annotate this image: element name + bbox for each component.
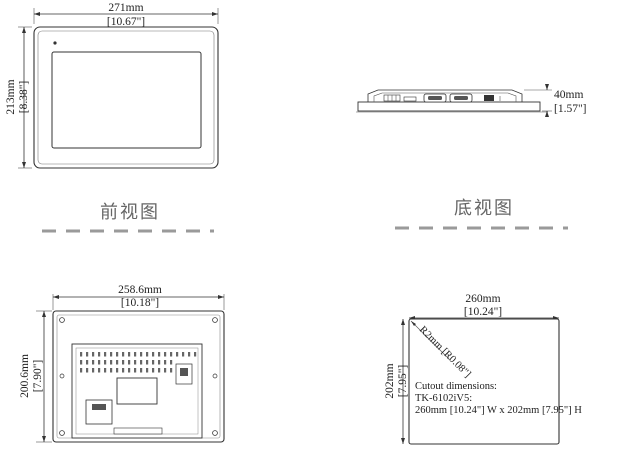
vent-slot: [92, 360, 95, 365]
vent-slot: [164, 368, 167, 373]
vent-slot: [122, 360, 125, 365]
cutout-view: 260mm [10.24"] 202mm [7.95"] R2mm [R0.08…: [384, 293, 582, 445]
cutout-width-mm: 260mm: [465, 293, 500, 305]
cutout-width-in: [10.24"]: [464, 306, 502, 318]
vent-slot: [98, 368, 101, 373]
product-label: [116, 377, 158, 405]
rear-width-in: [10.18"]: [121, 297, 159, 309]
vent-slot: [188, 352, 191, 357]
vent-slot: [80, 352, 83, 357]
vent-slot: [86, 360, 89, 365]
vent-slot: [146, 368, 149, 373]
front-view: 271mm [10.67"] 213mm [8.38"]: [5, 2, 219, 169]
front-height-in: [8.38"]: [18, 81, 30, 113]
vent-slot: [92, 352, 95, 357]
cutout-height-mm: 202mm: [384, 363, 396, 398]
vent-slot: [116, 352, 119, 357]
vent-slot: [176, 352, 179, 357]
usb-port: [403, 96, 417, 102]
led-indicator: [53, 41, 57, 45]
vent-slot: [116, 360, 119, 365]
vent-slot: [140, 360, 143, 365]
front-height-mm: 213mm: [5, 79, 17, 114]
vent-slot: [146, 360, 149, 365]
vent-slot: [152, 360, 155, 365]
front-width-in: [10.67"]: [107, 16, 145, 28]
vent-slot: [98, 360, 101, 365]
mount-hole-tl: [59, 317, 65, 323]
vent-slot: [194, 352, 197, 357]
bottom-view: 40mm [1.57"]: [356, 84, 586, 117]
front-screen: [51, 51, 202, 149]
vent-slot: [86, 368, 89, 373]
rear-height-mm: 200.6mm: [19, 354, 31, 398]
bottom-depth-mm: 40mm: [554, 89, 583, 101]
vent-slot: [158, 360, 161, 365]
vent-slot: [158, 352, 161, 357]
vent-slot: [182, 352, 185, 357]
vent-slot: [152, 352, 155, 357]
vent-slot: [86, 352, 89, 357]
vent-slot: [152, 368, 155, 373]
rear-height-in: [7.90"]: [32, 360, 44, 392]
vent-slot: [104, 352, 107, 357]
vent-slot: [140, 352, 143, 357]
vent-slot: [146, 352, 149, 357]
vent-slot: [170, 352, 173, 357]
rear-view: 258.6mm [10.18"] 200.6mm [7.90"]: [19, 284, 225, 443]
cutout-outline: [408, 318, 560, 445]
cutout-height-in: [7.95"]: [397, 365, 409, 397]
vent-slot: [80, 360, 83, 365]
front-view-caption: 前视图: [100, 202, 160, 223]
vent-slot: [134, 368, 137, 373]
radius-leader: [410, 320, 451, 361]
vent-slot: [110, 368, 113, 373]
vent-slot: [164, 360, 167, 365]
vent-slot: [170, 360, 173, 365]
front-width-mm: 271mm: [108, 2, 143, 14]
cutout-note-model: TK-6102iV5:: [415, 393, 472, 404]
connector-strip: [113, 427, 163, 435]
mount-hole-br: [212, 430, 218, 436]
rear-width-mm: 258.6mm: [118, 284, 162, 296]
vent-slot: [170, 368, 173, 373]
vent-slot: [164, 352, 167, 357]
bottom-depth-in: [1.57"]: [554, 103, 586, 115]
cutout-note-title: Cutout dimensions:: [415, 381, 497, 392]
vent-slot: [92, 368, 95, 373]
vent-slot: [158, 368, 161, 373]
mount-hole-bl: [59, 430, 65, 436]
vent-slot: [134, 352, 137, 357]
vent-slot: [116, 368, 119, 373]
vent-slot: [80, 368, 83, 373]
dip-switch: [85, 399, 113, 425]
vent-slot: [128, 352, 131, 357]
vent-slots: [80, 352, 197, 373]
vent-slot: [134, 360, 137, 365]
vent-slot: [122, 352, 125, 357]
vent-slot: [110, 352, 113, 357]
cutout-note-size: 260mm [10.24"] W x 202mm [7.95"] H: [415, 405, 582, 416]
vent-slot: [122, 368, 125, 373]
ethernet-port: [484, 95, 494, 101]
vent-slot: [98, 352, 101, 357]
vent-slot: [140, 368, 143, 373]
vent-slot: [128, 360, 131, 365]
bottom-view-caption: 底视图: [454, 198, 514, 219]
vent-slot: [128, 368, 131, 373]
vent-slot: [104, 368, 107, 373]
vent-slot: [104, 360, 107, 365]
mount-hole-tr: [212, 317, 218, 323]
vent-slot: [110, 360, 113, 365]
